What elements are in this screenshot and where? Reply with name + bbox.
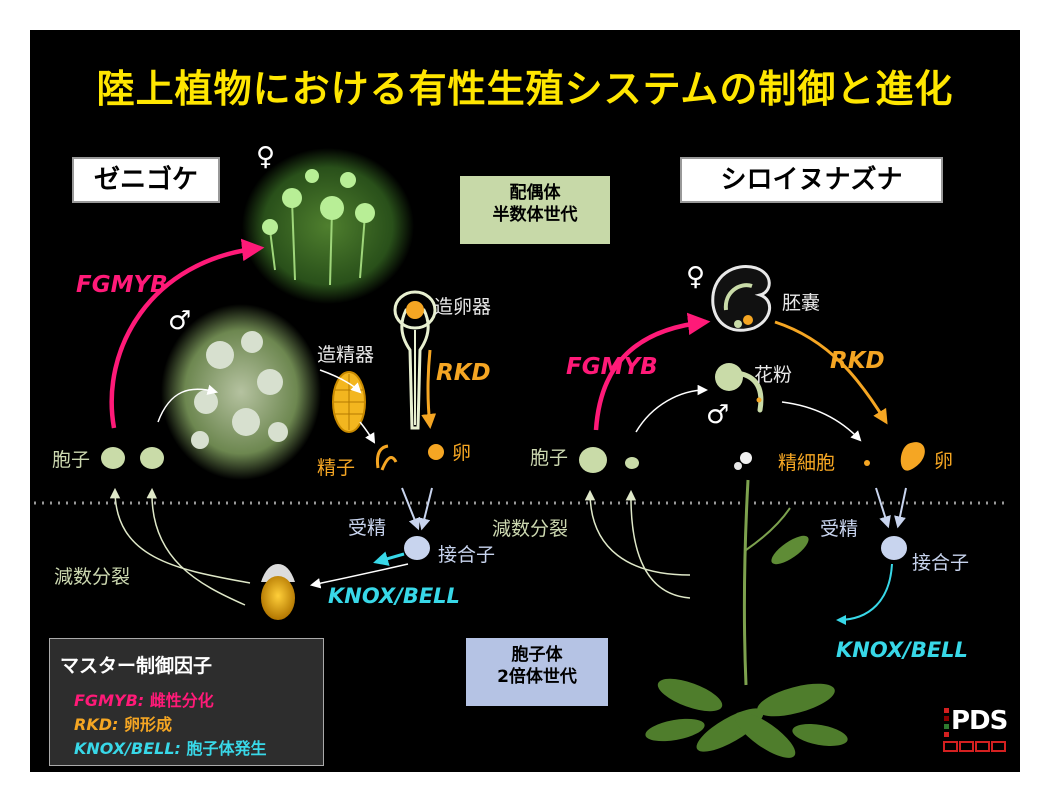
sporophyte-box: 胞子体 2倍体世代 xyxy=(466,638,608,706)
meiosis-label-right: 減数分裂 xyxy=(492,518,569,540)
sperm-to-zygote-arrow xyxy=(401,487,421,531)
meiosis-arrow-right-1 xyxy=(584,489,691,576)
egg-label-right: 卵 xyxy=(934,450,954,472)
legend-heading: マスター制御因子 xyxy=(60,655,213,677)
zygote-label-right: 接合子 xyxy=(912,552,970,574)
male-symbol-left: ♂ xyxy=(168,306,192,336)
egg-to-zygote-arrow-right xyxy=(894,487,907,529)
legend-item-rkd: RKD: 卵形成 xyxy=(74,711,172,735)
knox-arrow-left xyxy=(373,551,405,566)
sperm-to-zygote-arrow-right xyxy=(875,487,891,529)
sporophyte-label: 胞子体 xyxy=(511,645,563,665)
sperm-cell-label: 精細胞 xyxy=(778,452,836,474)
spore-label-left: 胞子 xyxy=(52,449,91,471)
slide-title: 陸上植物における有性生殖システムの制御と進化 xyxy=(96,67,954,111)
spore-to-pollen-arrow xyxy=(635,384,709,433)
fgmyb-arrow-left xyxy=(109,238,265,429)
knox-bell-label-right: KNOX/BELL xyxy=(836,638,968,662)
embryo-sac-label: 胚嚢 xyxy=(782,292,821,314)
pollen-to-sperm-arrow xyxy=(781,401,862,442)
legend-item-knox-bell: KNOX/BELL: 胞子体発生 xyxy=(74,735,267,759)
legend-gene-rkd: RKD: xyxy=(74,715,119,734)
gametophyte-box: 配偶体 半数体世代 xyxy=(460,176,610,244)
fertilization-label-right: 受精 xyxy=(820,518,859,540)
spore-icon-left-1 xyxy=(101,447,125,469)
meiosis-label-left: 減数分裂 xyxy=(54,566,131,588)
sperm-cell-icon xyxy=(864,460,870,466)
egg-icon-left xyxy=(428,444,444,460)
master-regulator-legend: マスター制御因子 FGMYB: 雌性分化 RKD: 卵形成 KNOX/BELL:… xyxy=(49,638,324,766)
gametophyte-sublabel: 半数体世代 xyxy=(492,205,578,225)
zygote-icon-right xyxy=(881,536,907,560)
spore-icon-left-2 xyxy=(140,447,164,469)
spore-icon-right-2 xyxy=(625,457,639,469)
egg-icon-right xyxy=(900,442,925,471)
rkd-label-right: RKD xyxy=(830,348,885,374)
female-symbol-right: ♀ xyxy=(686,262,706,292)
legend-item-fgmyb: FGMYB: 雌性分化 xyxy=(74,687,214,711)
spore-icon-right-1 xyxy=(579,447,607,473)
egg-label-left: 卵 xyxy=(452,442,472,464)
legend-gene-knox-bell: KNOX/BELL: xyxy=(74,739,181,758)
archegonium-icon xyxy=(393,290,437,430)
female-symbol-left: ♀ xyxy=(256,142,276,172)
marchantia-male-photo xyxy=(161,304,321,480)
sperm-icon xyxy=(376,444,398,471)
marchantia-female-photo xyxy=(242,148,414,304)
species-label-arabidopsis: シロイヌナズナ xyxy=(680,157,943,203)
embryo-sac-icon xyxy=(711,265,771,332)
fertilization-label-left: 受精 xyxy=(348,517,387,539)
rkd-arrow-left xyxy=(421,349,437,429)
legend-desc-knox-bell: 胞子体発生 xyxy=(186,739,267,758)
rkd-arrow-right xyxy=(774,320,888,425)
pollen-icon xyxy=(715,363,764,413)
meiosis-arrow-left-1 xyxy=(109,487,251,584)
knox-arrow-right xyxy=(836,563,893,625)
fgmyb-label-right: FGMYB xyxy=(566,354,658,380)
sporophyte-sublabel: 2倍体世代 xyxy=(497,667,577,687)
gametophyte-label: 配偶体 xyxy=(509,183,561,203)
meiosis-arrow-right-2 xyxy=(625,489,691,599)
antheridium-to-sperm-arrow xyxy=(359,421,376,444)
pds-logo-text: PDS xyxy=(951,706,1008,736)
legend-desc-fgmyb: 雌性分化 xyxy=(149,691,214,710)
zygote-icon-left xyxy=(404,536,430,560)
sporangium-capsule xyxy=(261,564,295,620)
pds-logo: PDS xyxy=(942,702,1012,758)
arabidopsis-plant-photo xyxy=(645,452,848,758)
knox-bell-label-left: KNOX/BELL xyxy=(328,584,460,608)
spore-to-male-arrow xyxy=(157,384,219,423)
rkd-label-left: RKD xyxy=(436,360,491,386)
meiosis-arrow-left-2 xyxy=(146,487,246,606)
spore-label-right: 胞子 xyxy=(530,447,569,469)
zygote-label-left: 接合子 xyxy=(438,544,496,566)
male-symbol-right: ♂ xyxy=(706,400,730,430)
male-to-antheridium-arrow xyxy=(319,369,362,394)
fgmyb-label-left: FGMYB xyxy=(76,272,168,298)
pollen-label: 花粉 xyxy=(754,364,793,386)
pds-logo-mark xyxy=(943,708,1006,752)
sperm-label: 精子 xyxy=(317,457,356,479)
life-cycle-diagram xyxy=(34,148,1006,758)
zygote-to-capsule-arrow xyxy=(309,563,409,589)
legend-desc-rkd: 卵形成 xyxy=(123,715,172,734)
antheridium-label: 造精器 xyxy=(317,344,375,366)
egg-to-zygote-arrow xyxy=(418,487,433,531)
archegonium-label: 造卵器 xyxy=(434,296,492,318)
legend-gene-fgmyb: FGMYB: xyxy=(74,691,145,710)
fgmyb-arrow-right xyxy=(593,312,711,431)
slide: 陸上植物における有性生殖システムの制御と進化 ゼニゴケ シロイヌナズナ 配偶体 … xyxy=(30,30,1020,772)
species-label-marchantia: ゼニゴケ xyxy=(72,157,220,203)
